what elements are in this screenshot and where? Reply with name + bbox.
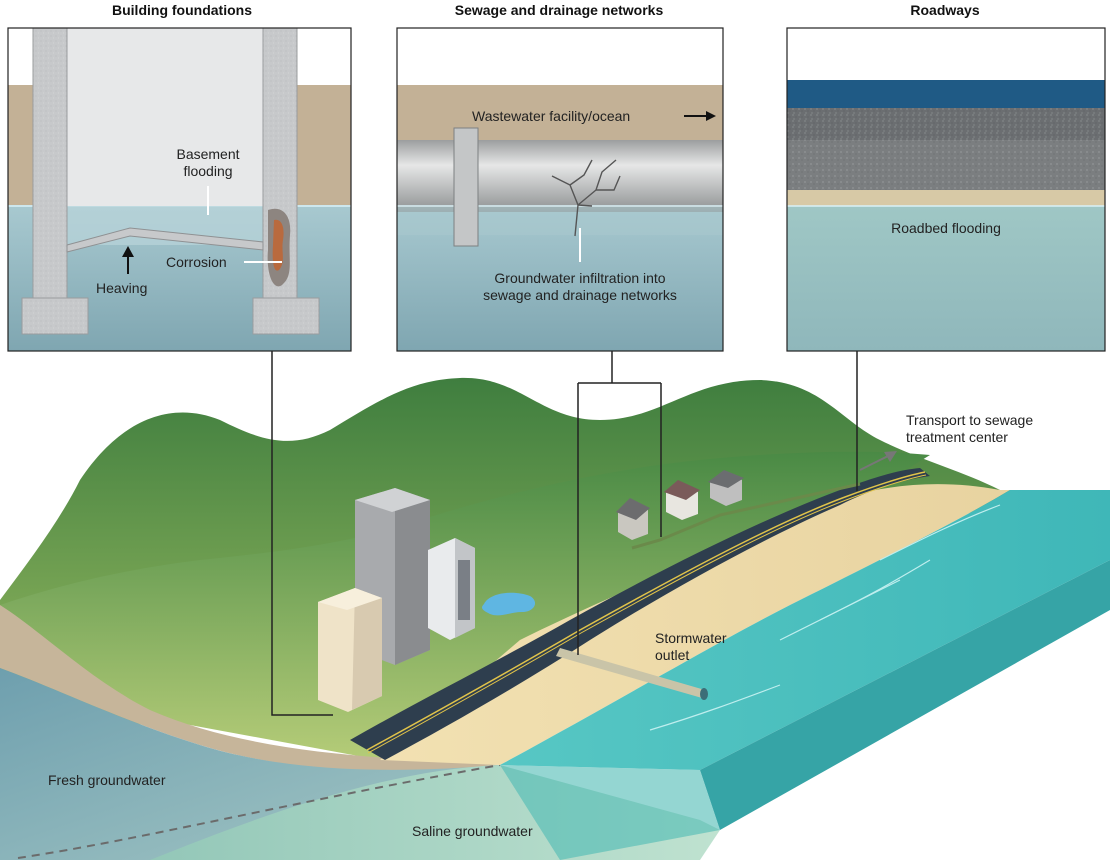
panel-building <box>7 27 352 352</box>
title-roadways: Roadways <box>910 2 980 18</box>
heaving-label: Heaving <box>96 280 148 296</box>
title-sewage-networks: Sewage and drainage networks <box>454 2 664 18</box>
connector-sewage <box>577 351 662 655</box>
connector-building <box>271 351 333 716</box>
house-1 <box>616 498 650 540</box>
house-2 <box>664 480 700 520</box>
roadbed-flooding-label: Roadbed flooding <box>891 220 1001 236</box>
beige-building <box>318 588 382 712</box>
pond <box>482 592 536 616</box>
white-tower <box>428 538 475 640</box>
stormwater-pipe <box>556 648 705 698</box>
transport-arrow <box>859 454 891 471</box>
stormwater-outlet-label: Stormwater outlet <box>655 630 727 663</box>
panel-sewage <box>396 27 724 352</box>
beach <box>380 484 1010 765</box>
fresh-groundwater-label: Fresh groundwater <box>48 772 166 788</box>
road <box>350 468 930 760</box>
road-lines <box>366 471 926 751</box>
panel-road <box>786 27 1106 352</box>
saline-groundwater-label: Saline groundwater <box>412 823 533 839</box>
title-building-foundations: Building foundations <box>112 2 252 18</box>
house-3 <box>708 470 744 506</box>
heaving-arrow-head <box>122 246 134 257</box>
pipe-crack <box>551 159 621 237</box>
transport-label: Transport to sewage treatment center <box>906 412 1034 445</box>
infiltration-label: Groundwater infiltration into sewage and… <box>483 270 677 303</box>
wastewater-label: Wastewater facility/ocean <box>472 108 631 124</box>
sewer-line <box>631 482 861 550</box>
ocean-surface <box>500 490 1110 770</box>
corrosion-label: Corrosion <box>166 254 227 270</box>
basement-flooding-label: Basement flooding <box>176 146 240 179</box>
ocean-side <box>700 560 1110 830</box>
interface-line <box>17 764 501 859</box>
